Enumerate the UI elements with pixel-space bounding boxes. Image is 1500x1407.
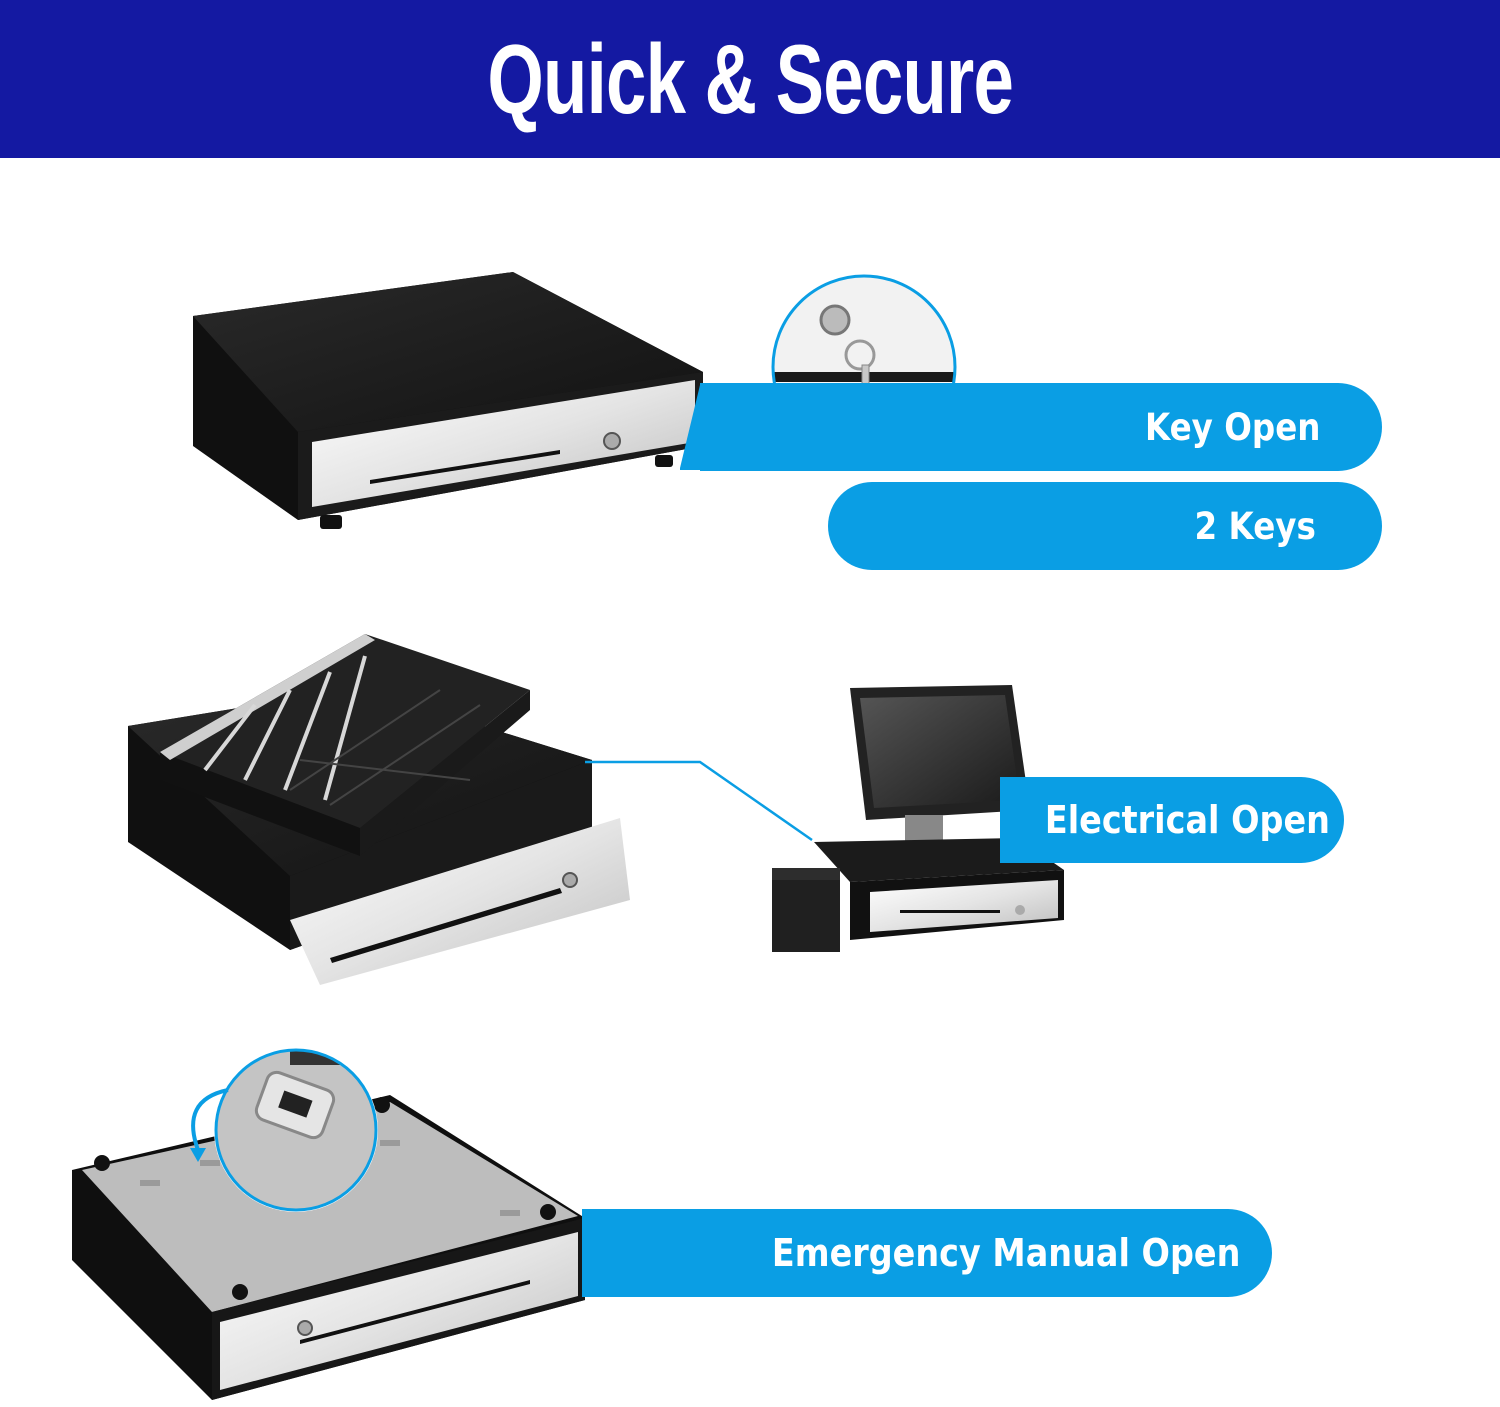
feature-key-open-label: Key Open	[1144, 405, 1320, 449]
pos-terminal	[772, 685, 1064, 952]
feature-emergency-open-label: Emergency Manual Open	[771, 1231, 1240, 1275]
page-title: Quick & Secure	[487, 23, 1013, 134]
cash-drawer-closed	[193, 272, 703, 529]
release-lever-inset	[190, 1048, 378, 1212]
feature-electrical-open-label: Electrical Open	[1044, 798, 1330, 842]
cash-drawer-bottom-view	[72, 1095, 585, 1400]
cash-drawer-open	[128, 634, 630, 985]
feature-key-open: Key Open	[700, 383, 1382, 471]
curved-arrow-icon	[191, 1088, 229, 1151]
feature-emergency-open: Emergency Manual Open	[582, 1209, 1272, 1297]
header-banner: Quick & Secure	[0, 0, 1500, 158]
feature-electrical-open: Electrical Open	[1000, 777, 1344, 863]
connector-line	[585, 760, 813, 842]
feature-two-keys-label: 2 Keys	[1194, 504, 1316, 548]
feature-two-keys: 2 Keys	[828, 482, 1382, 570]
